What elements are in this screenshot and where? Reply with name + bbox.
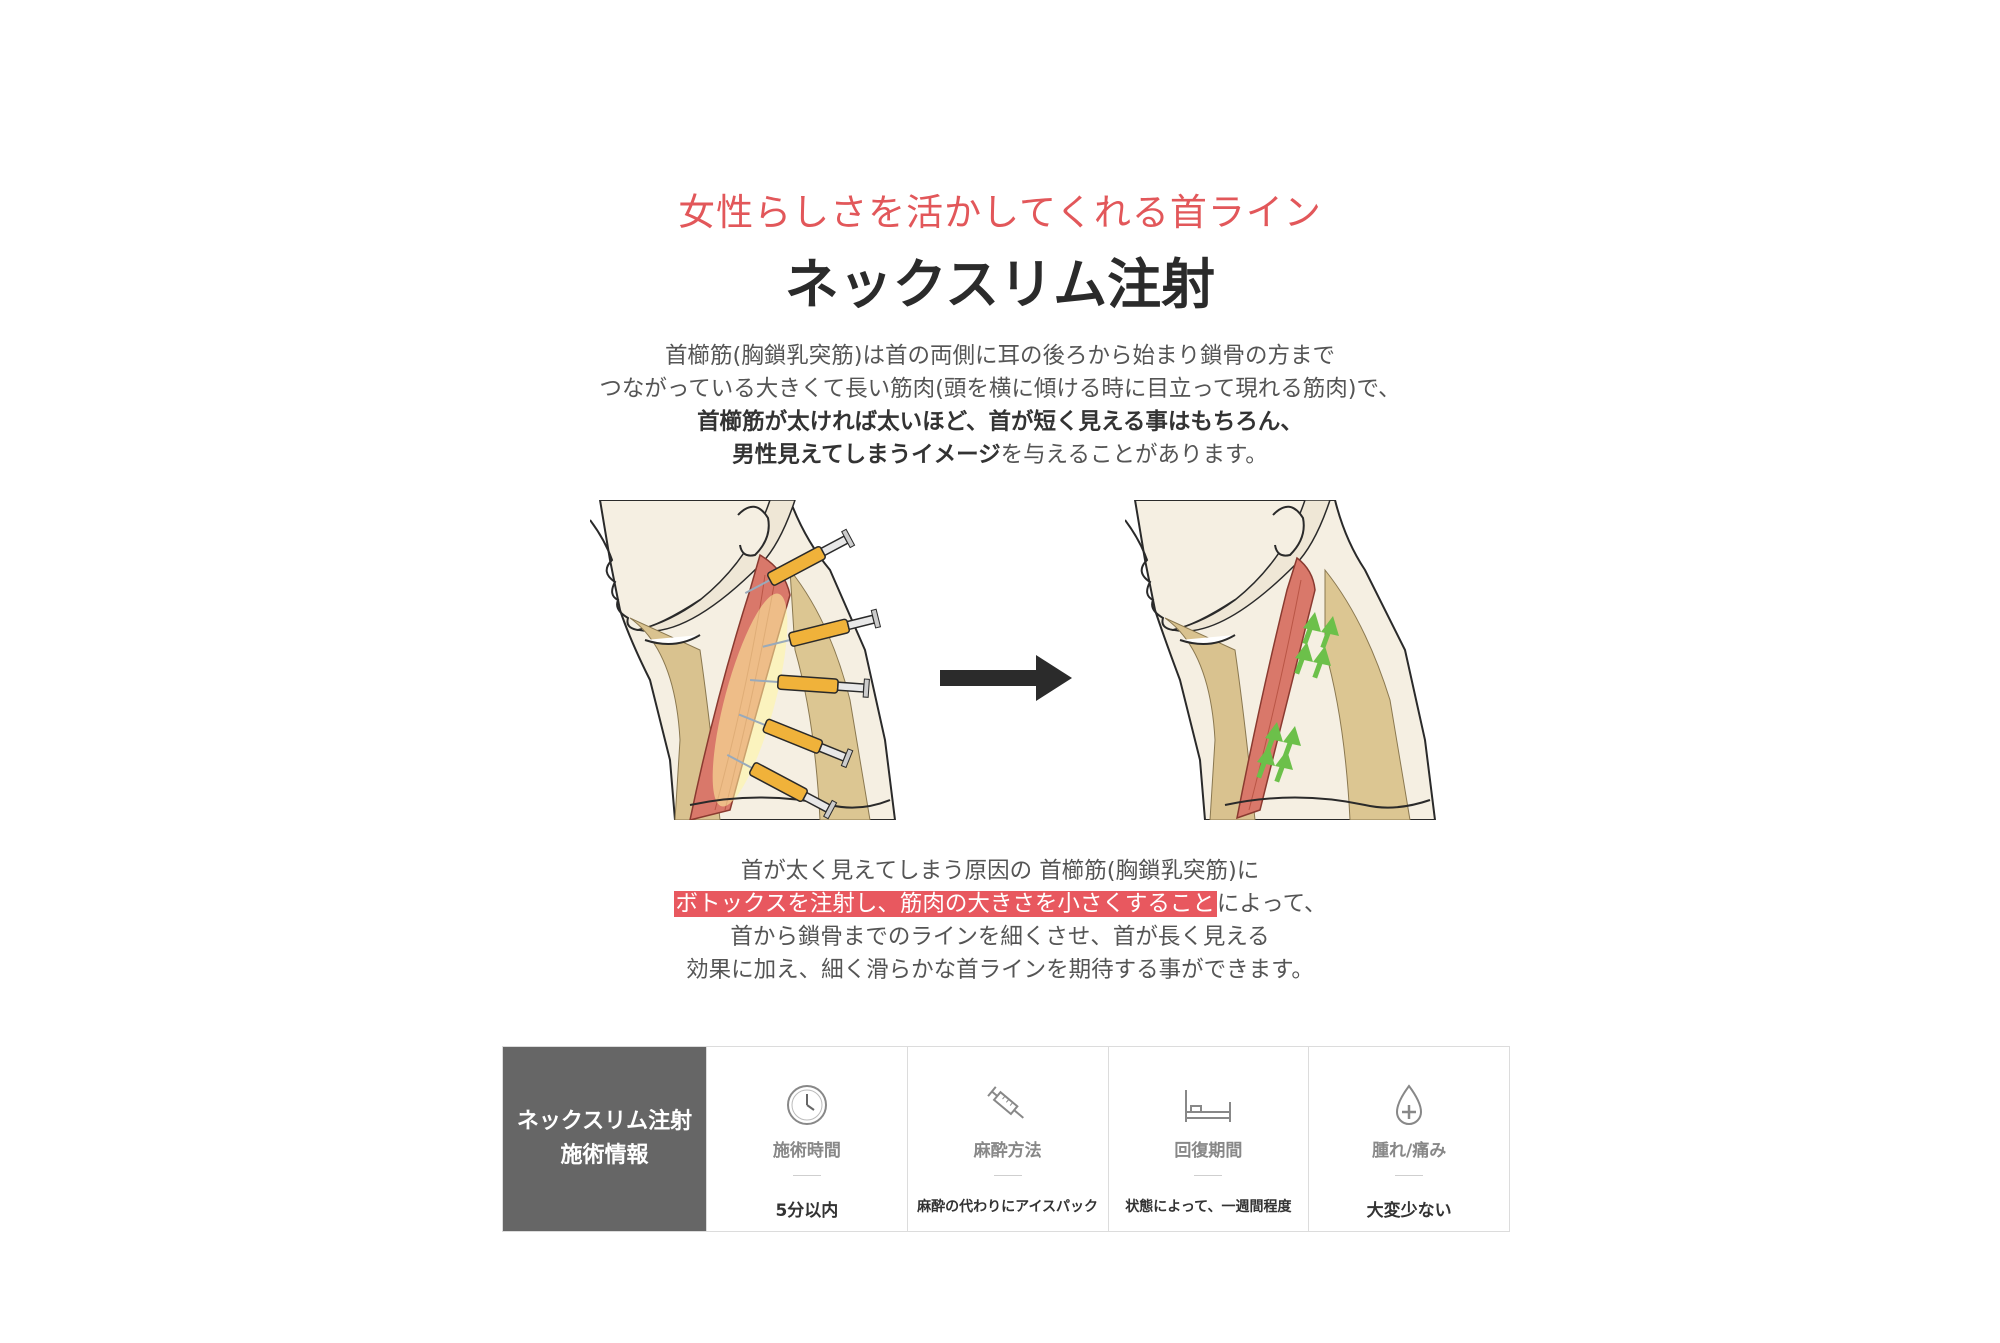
intro-line-4-bold: 男性見えてしまうイメージ — [732, 442, 1001, 468]
intro-line-4: 男性見えてしまうイメージを与えることがあります。 — [0, 439, 2000, 472]
syringe-icon — [986, 1086, 1024, 1119]
neck-injection-illustration — [590, 500, 897, 820]
info-table-header: ネックスリム注射 施術情報 — [503, 1047, 706, 1231]
info-value-duration: 5分以内 — [775, 1201, 839, 1221]
info-value-recovery: 状態によって、一週間程度 — [1125, 1199, 1292, 1215]
drop-cross-icon — [1396, 1084, 1423, 1125]
info-cell-pain: 腫れ/痛み 大変少ない — [1308, 1047, 1509, 1231]
info-value-pain: 大変少ない — [1366, 1201, 1452, 1221]
description-line-4: 効果に加え、細く滑らかな首ラインを期待する事ができます。 — [686, 957, 1314, 983]
divider — [792, 1175, 821, 1176]
info-value-anesthesia: 麻酔の代わりにアイスパック — [917, 1199, 1099, 1215]
info-label-pain: 腫れ/痛み — [1372, 1141, 1447, 1161]
bed-icon — [1185, 1090, 1232, 1122]
syringe-group — [726, 528, 882, 820]
clock-icon — [786, 1085, 827, 1125]
intro-paragraph: 首櫛筋(胸鎖乳突筋)は首の両側に耳の後ろから始まり鎖骨の方まで つながっている大… — [0, 340, 2000, 472]
section-title: ネックスリム注射 — [784, 253, 1216, 316]
intro-line-4-rest: を与えることがあります。 — [1000, 442, 1268, 468]
treatment-info-table: ネックスリム注射 施術情報 施術時間 5分以内 — [502, 1046, 1510, 1232]
info-head-line-1: ネックスリム注射 — [516, 1109, 693, 1134]
section-subtitle: 女性らしさを活かしてくれる首ライン — [678, 191, 1322, 234]
info-label-recovery: 回復期間 — [1174, 1141, 1243, 1161]
intro-line-1: 首櫛筋(胸鎖乳突筋)は首の両側に耳の後ろから始まり鎖骨の方まで — [664, 343, 1336, 369]
description-line-3: 首から鎖骨までのラインを細くさせ、首が長く見える — [730, 924, 1270, 950]
info-label-duration: 施術時間 — [772, 1141, 841, 1161]
info-label-anesthesia: 麻酔方法 — [973, 1141, 1042, 1161]
green-arrows — [1256, 612, 1339, 783]
info-cell-duration: 施術時間 5分以内 — [706, 1047, 907, 1231]
divider — [1194, 1175, 1223, 1176]
info-head-line-2: 施術情報 — [560, 1143, 649, 1168]
description-paragraph: 首が太く見えてしまう原因の 首櫛筋(胸鎖乳突筋)に ボトックスを注射し、筋肉の大… — [0, 855, 2000, 987]
intro-line-3: 首櫛筋が太ければ太いほど、首が短く見える事はもちろん、 — [697, 409, 1303, 435]
divider — [1395, 1175, 1424, 1176]
description-line-1: 首が太く見えてしまう原因の 首櫛筋(胸鎖乳突筋)に — [740, 858, 1260, 884]
description-line-2-rest: によって、 — [1216, 891, 1327, 917]
neck-slimmed-illustration — [1125, 500, 1437, 820]
divider — [993, 1175, 1022, 1176]
right-arrow-icon — [940, 655, 1072, 701]
info-cell-recovery: 回復期間 状態によって、一週間程度 — [1107, 1047, 1309, 1231]
info-cell-anesthesia: 麻酔方法 麻酔の代わりにアイスパック — [906, 1047, 1108, 1231]
description-line-2: ボトックスを注射し、筋肉の大きさを小さくすることによって、 — [0, 888, 2000, 921]
description-highlight: ボトックスを注射し、筋肉の大きさを小さくすること — [673, 891, 1217, 917]
intro-line-2: つながっている大きくて長い筋肉(頭を横に傾ける時に目立って現れる筋肉)で、 — [599, 376, 1401, 402]
